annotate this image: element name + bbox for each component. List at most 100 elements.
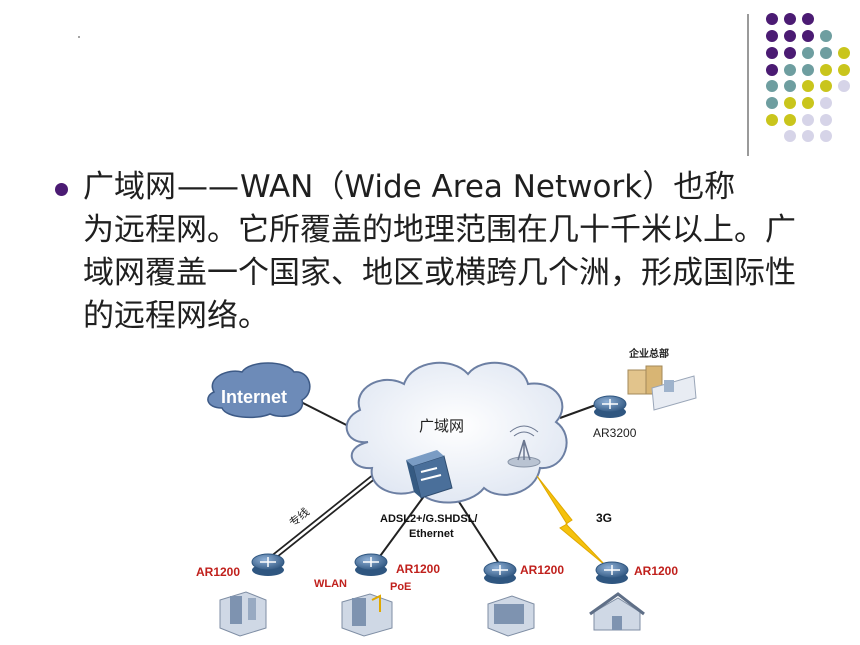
ar1200-label-b: AR1200 bbox=[396, 562, 440, 576]
firewall-top bbox=[406, 450, 444, 466]
router-ar1200-a bbox=[251, 553, 285, 576]
grid-dot bbox=[766, 97, 778, 109]
building-tower bbox=[248, 598, 256, 620]
internet-cloud-shape bbox=[207, 362, 311, 419]
router-arrows bbox=[492, 565, 508, 575]
adsl-label-line2: Ethernet bbox=[409, 528, 454, 540]
grid-dot bbox=[784, 30, 796, 42]
wan-full-name: Wide Area Network bbox=[344, 169, 643, 205]
building-block bbox=[494, 604, 524, 624]
label-3g: 3G bbox=[596, 511, 612, 525]
router-ar1200-c bbox=[483, 561, 517, 584]
grid-dot bbox=[784, 64, 796, 76]
grid-dot bbox=[820, 64, 832, 76]
building-icon-a bbox=[219, 591, 267, 637]
grid-dot bbox=[784, 80, 796, 92]
grid-dot bbox=[784, 114, 796, 126]
grid-dot bbox=[766, 13, 778, 25]
grid-dot bbox=[802, 47, 814, 59]
grid-dot bbox=[802, 114, 814, 126]
router-arrows bbox=[604, 565, 620, 575]
grid-dot bbox=[838, 64, 850, 76]
router-arrows bbox=[260, 557, 276, 567]
house-shape bbox=[593, 597, 641, 631]
router-ar3200 bbox=[593, 395, 627, 418]
grid-dot bbox=[820, 30, 832, 42]
decorative-dot bbox=[78, 36, 80, 38]
adsl-link bbox=[374, 487, 431, 564]
grid-dot bbox=[820, 80, 832, 92]
grid-dot bbox=[784, 47, 796, 59]
hq-box-1 bbox=[627, 369, 647, 395]
internet-label: Internet bbox=[221, 387, 287, 407]
router-arrows bbox=[602, 399, 618, 409]
hq-desk bbox=[651, 375, 697, 411]
firewall-device bbox=[406, 450, 453, 499]
router-ar1200-d bbox=[595, 561, 629, 584]
dedicated-line-inner bbox=[265, 467, 386, 564]
decorative-divider bbox=[747, 14, 749, 156]
internet-bubble: Internet bbox=[207, 362, 311, 419]
cloud-label: 广域网 bbox=[419, 417, 464, 435]
house-roof bbox=[589, 592, 645, 616]
firewall-arrows bbox=[420, 467, 442, 481]
dash: —— bbox=[177, 169, 239, 205]
paren-close: ） bbox=[642, 169, 674, 205]
grid-dot bbox=[838, 80, 850, 92]
grid-dot bbox=[766, 30, 778, 42]
hq-label: 企业总部 bbox=[628, 347, 669, 360]
grid-dot bbox=[802, 130, 814, 142]
poe-bolt bbox=[371, 594, 381, 612]
grid-dot bbox=[838, 47, 850, 59]
definition-text: 为远程网。它所覆盖的地理范围在几十千米以上。广域网覆盖一个国家、地区或横跨几个洲… bbox=[83, 212, 796, 334]
poe-label: PoE bbox=[390, 581, 411, 593]
ar1200-label-c: AR1200 bbox=[520, 563, 564, 577]
grid-dot bbox=[784, 97, 796, 109]
grid-dot bbox=[766, 114, 778, 126]
grid-dot bbox=[766, 47, 778, 59]
firewall-side bbox=[406, 460, 421, 498]
line1-tail: 也称 bbox=[673, 169, 736, 205]
grid-dot bbox=[820, 130, 832, 142]
grid-dot bbox=[784, 130, 796, 142]
grid-dot bbox=[802, 97, 814, 109]
grid-dot bbox=[766, 80, 778, 92]
antenna-waves bbox=[509, 425, 539, 437]
first-line: 广域网——WAN（Wide Area Network）也称 bbox=[83, 166, 823, 209]
wlan-label: WLAN bbox=[314, 578, 347, 590]
building-shape bbox=[219, 591, 267, 637]
grid-dot bbox=[802, 64, 814, 76]
paren-open: （ bbox=[313, 169, 345, 205]
grid-dot bbox=[802, 13, 814, 25]
ar1200-label-a: AR1200 bbox=[196, 565, 240, 579]
antenna-icon bbox=[507, 425, 541, 468]
adsl-label-line1: ADSL2+/G.SHDSL/ bbox=[380, 513, 478, 525]
building-icon-b bbox=[341, 593, 393, 637]
building-tower bbox=[352, 598, 366, 626]
building-shape bbox=[341, 593, 393, 637]
grid-dot bbox=[802, 80, 814, 92]
bullet-dot bbox=[55, 183, 68, 196]
building-tower bbox=[230, 596, 242, 624]
bullet-paragraph: 广域网——WAN（Wide Area Network）也称 为远程网。它所覆盖的… bbox=[83, 166, 823, 338]
house-door bbox=[612, 616, 622, 630]
ar1200-label-d: AR1200 bbox=[634, 564, 678, 578]
grid-dot bbox=[802, 30, 814, 42]
grid-dot bbox=[784, 13, 796, 25]
ar3200-label: AR3200 bbox=[593, 426, 637, 440]
grid-dot bbox=[820, 114, 832, 126]
wan-network-diagram: 广域网 Internet 3G 专线 ADSL2+/G.SHDSL/ Ether… bbox=[196, 347, 697, 637]
antenna-mast bbox=[517, 439, 531, 461]
router-ar1200-b bbox=[354, 553, 388, 576]
wan-abbr: WAN bbox=[240, 169, 314, 205]
hq-monitor bbox=[664, 380, 674, 392]
grid-dot bbox=[766, 64, 778, 76]
hq-building-icon bbox=[627, 365, 697, 411]
router-arrows bbox=[363, 557, 379, 567]
grid-dot bbox=[820, 97, 832, 109]
wan-cloud bbox=[345, 361, 568, 504]
grid-dot bbox=[820, 47, 832, 59]
house-icon bbox=[589, 592, 645, 631]
building-icon-c bbox=[487, 595, 535, 637]
term-label: 广域网 bbox=[83, 169, 176, 205]
